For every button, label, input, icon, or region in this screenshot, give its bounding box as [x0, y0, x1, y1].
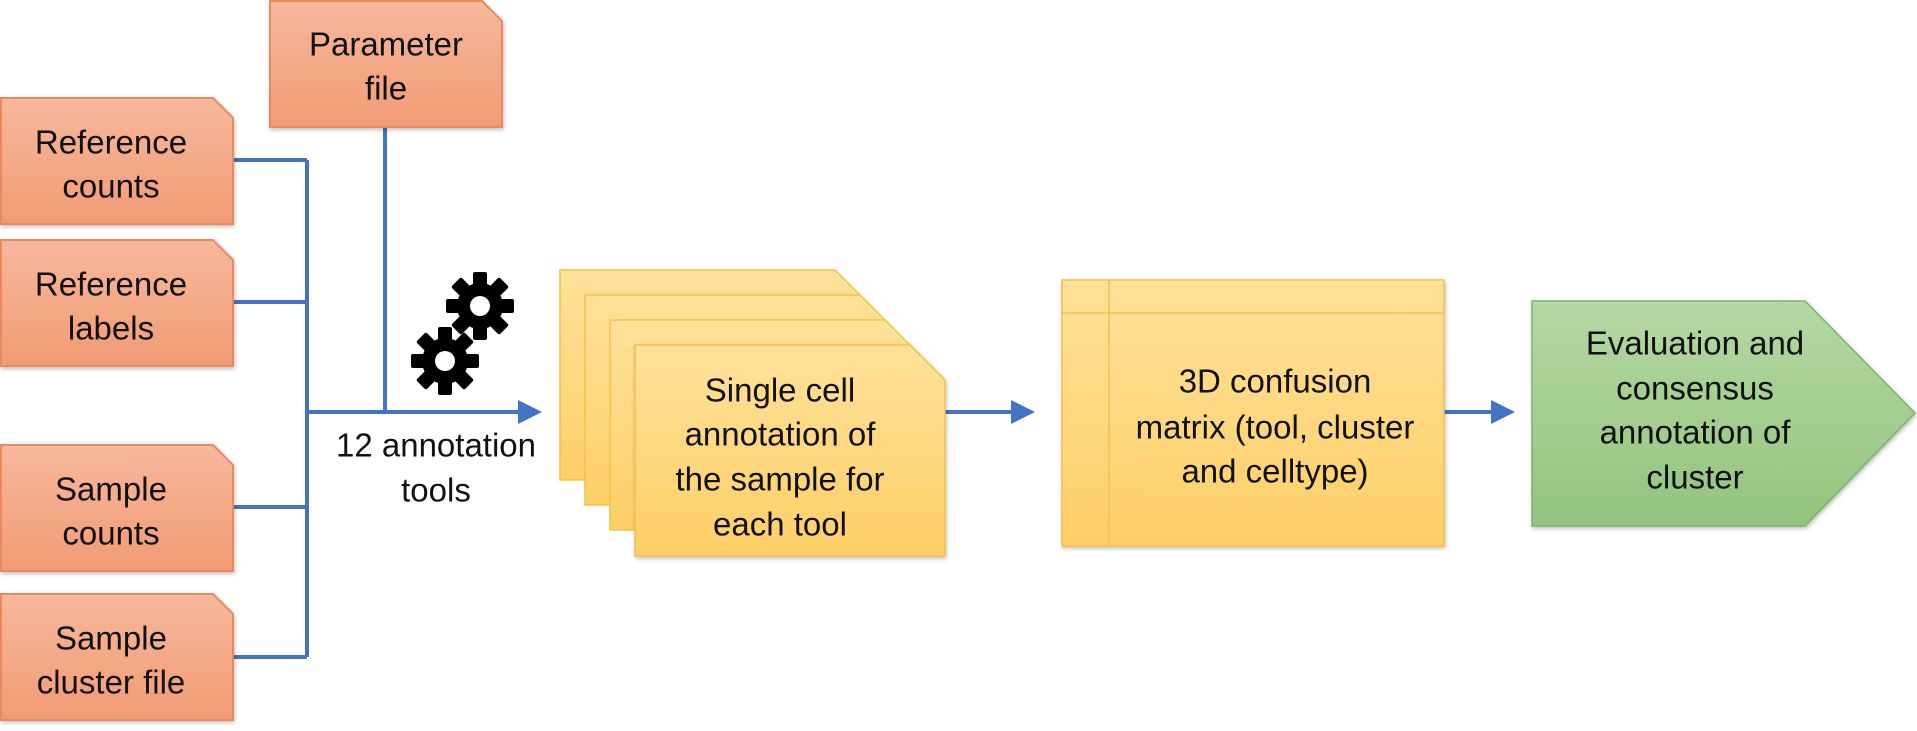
input-label-line: labels: [68, 310, 154, 347]
annotation-label-line: each tool: [713, 506, 847, 543]
gear-icon: [446, 272, 514, 340]
input-reference-labels: Reference labels: [0, 239, 234, 367]
input-label-line: file: [365, 70, 407, 107]
annotation-label-line: Single cell: [705, 372, 855, 409]
input-sample-counts: Sample counts: [0, 444, 234, 572]
matrix-label-line: 3D confusion: [1179, 363, 1372, 400]
evaluation-box: Evaluation and consensus annotation of c…: [1531, 300, 1917, 527]
document-shape: [269, 0, 503, 128]
input-parameter-file: Parameter file: [269, 0, 503, 128]
input-bus: [233, 127, 542, 659]
evaluation-label-line: annotation of: [1600, 414, 1792, 451]
input-sample-cluster-file: Sample cluster file: [0, 593, 234, 721]
input-label-line: cluster file: [37, 664, 186, 701]
document-shape: [0, 239, 234, 367]
tools-label-line: tools: [401, 472, 471, 509]
input-label-line: Sample: [55, 471, 167, 508]
input-label-line: Parameter: [309, 26, 463, 63]
annotation-output-stack: Single cell annotation of the sample for…: [559, 269, 946, 557]
input-reference-counts: Reference counts: [0, 97, 234, 225]
tools-label: 12 annotation tools: [336, 427, 536, 509]
confusion-matrix-box: 3D confusion matrix (tool, cluster and c…: [1061, 279, 1445, 547]
evaluation-label-line: cluster: [1646, 459, 1743, 496]
document-shape: [0, 593, 234, 721]
evaluation-label-line: consensus: [1616, 370, 1774, 407]
tools-label-line: 12 annotation: [336, 427, 536, 464]
input-label-line: counts: [62, 515, 159, 552]
input-label-line: Reference: [35, 124, 187, 161]
input-label-line: Sample: [55, 620, 167, 657]
document-shape: [0, 444, 234, 572]
input-label-line: counts: [62, 168, 159, 205]
document-shape: [0, 97, 234, 225]
gear-icon: [411, 327, 479, 395]
pentagon-shape: [1531, 300, 1917, 527]
input-label-line: Reference: [35, 266, 187, 303]
annotation-label-line: annotation of: [685, 416, 877, 453]
stacked-document: [634, 344, 946, 557]
evaluation-label-line: Evaluation and: [1586, 325, 1804, 362]
annotation-label-line: the sample for: [675, 461, 884, 498]
matrix-shape: [1061, 279, 1445, 547]
matrix-label-line: and celltype): [1181, 453, 1368, 490]
matrix-label-line: matrix (tool, cluster: [1136, 409, 1415, 446]
